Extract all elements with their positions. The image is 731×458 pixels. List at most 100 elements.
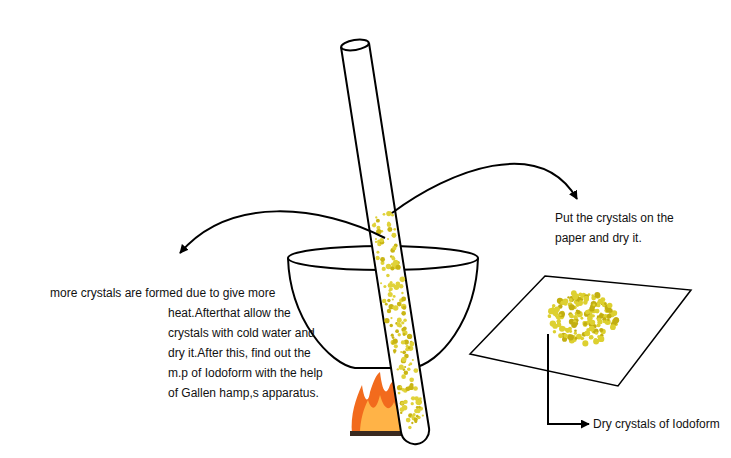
- crystal-dot: [393, 349, 397, 353]
- crystal-dot: [584, 297, 589, 302]
- crystal-dot: [393, 351, 395, 353]
- crystal-dot: [387, 309, 391, 313]
- crystal-dot: [383, 213, 386, 216]
- crystal-dot: [375, 241, 377, 243]
- crystal-dot: [376, 257, 380, 261]
- crystal-dot: [569, 298, 573, 302]
- crystal-dot: [580, 317, 583, 320]
- crystal-dot: [594, 292, 600, 298]
- crystal-dot: [556, 319, 560, 323]
- leader-arrow: [548, 334, 589, 424]
- crystal-dot: [402, 330, 407, 335]
- crystal-dot: [401, 304, 406, 309]
- crystal-dot: [390, 281, 393, 284]
- crystal-dot: [596, 316, 601, 321]
- crystal-dot: [401, 402, 404, 405]
- crystal-dot: [576, 310, 580, 314]
- crystal-dot: [403, 319, 407, 323]
- crystal-dot: [393, 228, 396, 231]
- crystal-dot: [613, 317, 619, 323]
- crystal-dot: [419, 397, 422, 400]
- crystal-dot: [589, 306, 594, 311]
- crystal-dot: [553, 330, 556, 333]
- crystal-dot: [398, 324, 402, 328]
- flame-core: [360, 395, 401, 434]
- crystal-dot: [392, 298, 394, 300]
- crystal-dot: [592, 314, 595, 317]
- crystal-dot: [403, 327, 407, 331]
- crystal-dot: [386, 211, 391, 216]
- crystal-dot: [589, 337, 592, 340]
- crystal-dot: [380, 282, 382, 284]
- crystal-dot: [591, 301, 597, 307]
- crystal-dot: [582, 321, 586, 325]
- crystal-dot: [552, 304, 556, 308]
- crystal-dot: [385, 303, 388, 306]
- product-label: Dry crystals of Iodoform: [593, 414, 727, 434]
- crystal-dot: [416, 415, 419, 418]
- crystal-dot: [393, 305, 398, 310]
- procedure-note: more crystals are formed due to give mor…: [168, 283, 323, 403]
- crystal-dot: [597, 335, 601, 339]
- crystal-dot: [375, 238, 377, 240]
- crystal-dot: [397, 385, 402, 390]
- crystal-dot: [400, 277, 406, 283]
- crystal-dot: [386, 274, 390, 278]
- crystal-dot: [408, 346, 411, 349]
- crystal-dot: [568, 327, 572, 331]
- crystal-dot: [399, 284, 404, 289]
- crystal-dot: [387, 238, 389, 240]
- crystal-dot: [409, 385, 414, 390]
- crystal-dot: [413, 386, 418, 391]
- crystal-dot: [391, 214, 394, 217]
- crystal-dot: [396, 265, 401, 270]
- crystal-dot: [375, 216, 377, 218]
- crystal-dot: [574, 332, 577, 335]
- crystal-dot: [583, 322, 587, 326]
- crystal-dot: [376, 251, 379, 254]
- crystal-dot: [390, 324, 393, 327]
- leader-arrow: [392, 164, 577, 213]
- crystal-dot: [401, 292, 403, 294]
- crystal-dot: [559, 311, 565, 317]
- tube-wall: [341, 43, 429, 444]
- crystal-dot: [376, 219, 380, 223]
- crystal-dot: [398, 392, 401, 395]
- crystal-dot: [401, 297, 406, 302]
- crystal-dot: [387, 227, 392, 232]
- crystal-dot: [572, 294, 578, 300]
- crystal-dot: [558, 333, 563, 338]
- crystal-dot: [595, 309, 600, 314]
- crystal-dot: [607, 314, 612, 319]
- step-note: Put the crystals on the paper and dry it…: [555, 208, 700, 248]
- crystal-dot: [413, 413, 416, 416]
- crystal-dot: [411, 422, 413, 424]
- crystal-dot: [585, 310, 590, 315]
- test-tube: [340, 38, 429, 444]
- crystal-dot: [401, 374, 406, 379]
- crystal-dot: [579, 300, 582, 303]
- crystal-dot: [397, 368, 399, 370]
- crystal-dot: [401, 311, 406, 316]
- paper: [470, 276, 691, 386]
- crystal-dot: [389, 287, 393, 291]
- crystal-dot: [388, 289, 391, 292]
- crystal-dot: [563, 333, 567, 337]
- crystal-dot: [603, 320, 606, 323]
- crystal-dot: [607, 319, 609, 321]
- crystal-dot: [376, 256, 380, 260]
- crystal-dot: [557, 298, 563, 304]
- crystal-dot: [567, 296, 569, 298]
- crystal-dot: [395, 264, 400, 269]
- crystal-dot: [597, 304, 601, 308]
- crystal-dot: [587, 320, 590, 323]
- crystal-dot: [592, 304, 595, 307]
- crystal-dot: [392, 246, 396, 250]
- crystal-dot: [548, 308, 554, 314]
- crystal-dot: [392, 336, 395, 339]
- crystal-dot: [387, 222, 392, 227]
- crystal-dot: [567, 328, 570, 331]
- crystal-dot: [399, 365, 404, 370]
- crystal-dot: [548, 314, 551, 317]
